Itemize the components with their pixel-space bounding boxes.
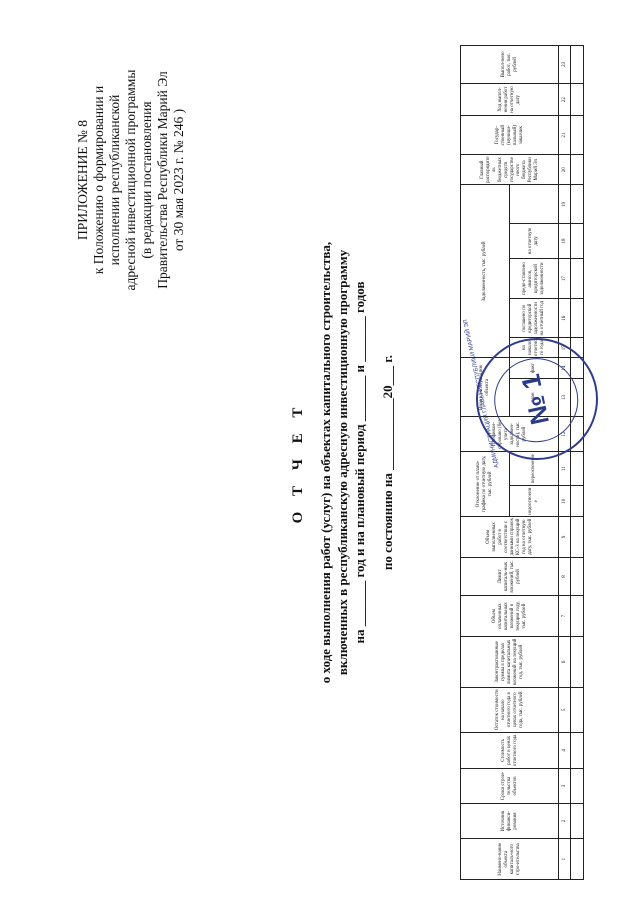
- header-cell: Остаток стоимости на начало отчетного го…: [460, 687, 559, 733]
- empty-cell: [570, 451, 584, 486]
- column-number-cell: 8: [558, 557, 571, 596]
- annex-line: к Положению о формировании и: [91, 85, 106, 275]
- empty-cell: [570, 45, 584, 84]
- header-cell: Законтрактованные суммы в пределах лимит…: [460, 636, 559, 688]
- column-number-cell: 3: [558, 768, 571, 804]
- subheader-cell: [509, 184, 559, 224]
- header-cell: Ход выпол-нения работ на отчетную дату: [460, 83, 559, 116]
- empty-cell: [570, 184, 584, 224]
- report-subtitle-line: включенных в республиканскую адресную ин…: [335, 249, 350, 676]
- subheader-cell: предо-ставлено авансов, кредиторской зад…: [509, 258, 559, 299]
- empty-cell: [570, 485, 584, 517]
- report-title-block: О Т Ч Е Т о ходе выполнения работ (услуг…: [290, 45, 396, 880]
- subheader-cell: на отчетную дату: [509, 223, 559, 259]
- empty-cell: [570, 516, 584, 558]
- column-number-cell: 16: [558, 298, 571, 338]
- report-table: Наимено-вание объекта капиталь-ного стро…: [460, 45, 584, 880]
- annex-line: адресной инвестиционной программы: [123, 69, 138, 291]
- report-period-line: на _______ год и на плановый период ____…: [352, 281, 367, 644]
- column-number-cell: 21: [558, 115, 571, 155]
- header-cell: Наимено-вание объекта капиталь-ного стро…: [460, 838, 559, 880]
- empty-cell: [570, 115, 584, 155]
- annex-line: ПРИЛОЖЕНИЕ № 8: [75, 119, 90, 241]
- header-cell: Выпол-нено работ, тыс. рублей: [460, 45, 559, 84]
- empty-cell: [570, 83, 584, 116]
- subheader-cell: погашено по кредиторской задолженности н…: [509, 298, 559, 338]
- column-number-cell: 10: [558, 485, 571, 517]
- header-cell: Лимит капиталь-ных вложений, тыс. рублей: [460, 557, 559, 596]
- header-cell: Стоимость работ в ценах отчетного года: [460, 732, 559, 769]
- empty-cell: [570, 636, 584, 688]
- column-number-cell: 20: [558, 154, 571, 185]
- header-cell: Объем оплаченных капитальных вложений в …: [460, 595, 559, 637]
- column-number-cell: 22: [558, 83, 571, 116]
- column-number-cell: 6: [558, 636, 571, 688]
- column-number-cell: 11: [558, 451, 571, 486]
- empty-cell: [570, 557, 584, 596]
- header-cell: Источник финанси-рования: [460, 803, 559, 839]
- empty-cell: [570, 298, 584, 338]
- annex-line: (в редакции постановления: [139, 101, 154, 259]
- column-number-cell: 17: [558, 258, 571, 299]
- column-number-cell: 23: [558, 45, 571, 84]
- annex-line: от 30 мая 2023 г. № 246 ): [171, 108, 186, 252]
- subheader-cell: недоосвоение: [509, 485, 559, 517]
- empty-cell: [570, 732, 584, 769]
- annex-line: исполнении республиканской: [107, 94, 122, 266]
- column-number-cell: 4: [558, 732, 571, 769]
- report-as-of-date: по состоянию на ___________20___ г.: [380, 354, 395, 571]
- rotated-document-sheet: ПРИЛОЖЕНИЕ № 8 к Положению о формировани…: [30, 45, 620, 880]
- report-title: О Т Ч Е Т: [290, 401, 306, 524]
- empty-data-row: [570, 45, 584, 880]
- empty-cell: [570, 768, 584, 804]
- column-number-cell: 1: [558, 838, 571, 880]
- table-header-row: Наимено-вание объекта капиталь-ного стро…: [460, 45, 559, 880]
- empty-cell: [570, 838, 584, 880]
- annex-line: Правительства Республики Марий Эл: [155, 71, 170, 289]
- header-cell: Государ-ственный (муници-пальный) заказч…: [460, 115, 559, 155]
- header-cell: Объем выполненных работ в соответствии с…: [460, 516, 559, 558]
- column-number-cell: 19: [558, 184, 571, 224]
- report-subtitle-line: о ходе выполнения работ (услуг) на объек…: [318, 241, 333, 684]
- column-number-cell: 9: [558, 516, 571, 558]
- header-cell: Сроки строи-тельства объектов: [460, 768, 559, 804]
- empty-cell: [570, 687, 584, 733]
- column-number-cell: 18: [558, 223, 571, 259]
- column-number-cell: 2: [558, 803, 571, 839]
- empty-cell: [570, 223, 584, 259]
- header-cell: Главный распорядитель бюджетных средств …: [460, 154, 559, 185]
- empty-cell: [570, 803, 584, 839]
- header-cell: Отклонение от плана-графика по отчетную …: [460, 451, 510, 517]
- column-number-cell: 5: [558, 687, 571, 733]
- empty-cell: [570, 154, 584, 185]
- empty-cell: [570, 258, 584, 299]
- column-number-cell: 7: [558, 595, 571, 637]
- empty-cell: [570, 595, 584, 637]
- annex-header: ПРИЛОЖЕНИЕ № 8 к Положению о формировани…: [75, 50, 187, 310]
